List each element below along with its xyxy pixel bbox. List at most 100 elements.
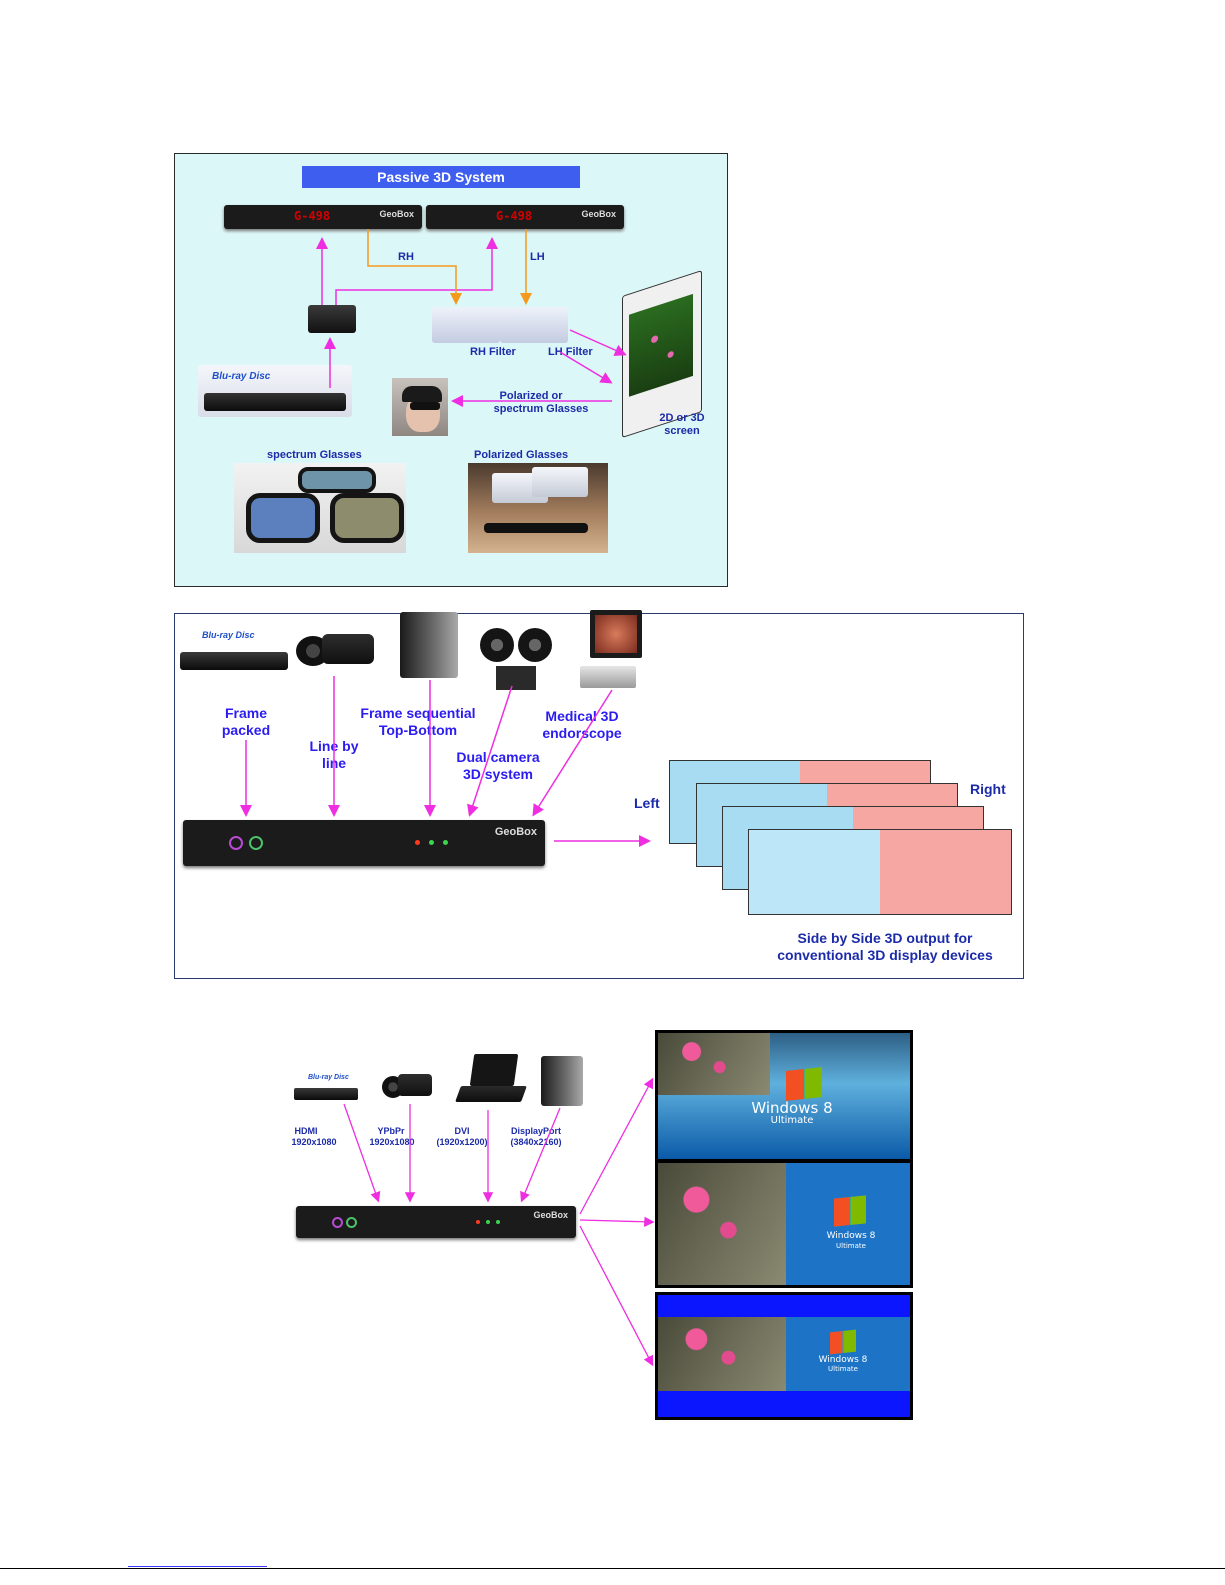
input-res-displayport: (3840x2160): [510, 1137, 562, 1147]
camcorder-body: [398, 1074, 432, 1096]
unit-display: G-498: [294, 209, 331, 223]
camcorder-photo: [296, 618, 382, 674]
hdmi-splitter: [308, 305, 356, 333]
glasses-label-line1: Polarized or: [499, 390, 563, 402]
flower-image: [658, 1033, 770, 1095]
geobox-scaler: GeoBox: [296, 1206, 576, 1238]
flower-image: [658, 1317, 786, 1391]
arrow-hdmi-input: [343, 1103, 381, 1203]
glasses-row-icon: [484, 523, 588, 533]
bluray-player-photo: Blu-ray Disc: [180, 630, 288, 672]
source-label-1-line2: packed: [221, 722, 271, 738]
bluray-player-photo: Blu-ray Disc: [294, 1074, 358, 1104]
input-res-hdmi: 1920x1080: [291, 1137, 337, 1147]
arrow-splitter-to-unit-right: [335, 237, 498, 305]
arrow-projector-to-screen: [569, 329, 627, 356]
sbs-caption-line2: conventional 3D display devices: [777, 947, 993, 963]
arrow-output-1: [579, 1077, 654, 1215]
bluray-logo: Blu-ray Disc: [202, 630, 255, 640]
footnote-underline: [128, 1566, 267, 1567]
polarized-glasses-photo: [468, 463, 608, 553]
os-name: Windows 8: [818, 1355, 868, 1365]
spectrum-glasses-label: spectrum Glasses: [267, 449, 362, 461]
lh-label: LH: [530, 251, 545, 263]
os-name: Windows 8: [826, 1231, 876, 1241]
projector-rh: [432, 307, 500, 343]
output-screen-2: Windows 8 Ultimate: [655, 1160, 913, 1288]
bluray-logo: Blu-ray Disc: [212, 371, 271, 382]
input-res-dvi: (1920x1200): [436, 1137, 488, 1147]
unit-display: G-498: [496, 209, 533, 223]
bluray-logo: Blu-ray Disc: [308, 1074, 349, 1081]
pc-tower-photo: [400, 612, 458, 678]
input-res-ypbpr: 1920x1080: [369, 1137, 415, 1147]
sbs-caption-line1: Side by Side 3D output for: [797, 930, 973, 946]
source-label-5-line2: endorscope: [542, 725, 622, 741]
arrow-medical-endoscope: [532, 689, 613, 817]
rh-filter-label: RH Filter: [470, 346, 516, 358]
input-name-dvi: DVI: [454, 1126, 470, 1136]
3d-glasses-icon: [410, 402, 440, 410]
status-led-icon: [486, 1220, 490, 1224]
status-led-icon: [496, 1220, 500, 1224]
viewer-hair: [402, 386, 442, 402]
source-label-4-line2: 3D system: [462, 766, 534, 782]
os-edition: Ultimate: [770, 1115, 814, 1126]
bluray-body: [204, 393, 346, 411]
camcorder-body: [322, 634, 374, 664]
arrow-dual-camera: [467, 685, 513, 817]
screen-label-line2: screen: [664, 425, 700, 437]
pc-tower-photo: [541, 1056, 583, 1106]
input-name-displayport: DisplayPort: [510, 1126, 561, 1136]
page-bottom-rule: [0, 1568, 1225, 1569]
audio-jack-icon: [346, 1217, 357, 1228]
right-label: Right: [970, 781, 1006, 797]
dual-camera-rig-photo: [472, 606, 560, 690]
flower-image: [658, 1163, 786, 1285]
bluray-body: [294, 1088, 358, 1100]
source-label-4-line1: Dual camera: [456, 749, 540, 765]
audio-jack-icon: [229, 836, 243, 850]
screen-label-line1: 2D or 3D: [659, 412, 705, 424]
audio-jack-icon: [332, 1217, 343, 1228]
geobox-unit-left-eye: G-498 GeoBox: [426, 205, 624, 229]
status-led-icon: [476, 1220, 480, 1224]
source-label-1-line1: Frame: [224, 705, 268, 721]
projector-icon: [532, 467, 588, 497]
monitor-image: [595, 615, 637, 653]
os-edition: Ultimate: [828, 1365, 858, 1373]
os-edition: Ultimate: [836, 1242, 866, 1250]
status-led-icon: [443, 840, 448, 845]
rh-label: RH: [398, 251, 414, 263]
brand-label: GeoBox: [533, 1210, 568, 1220]
os-name: Windows 8: [751, 1099, 833, 1117]
panel-title: Passive 3D System: [302, 166, 580, 188]
camcorder-photo: [382, 1062, 432, 1102]
left-label: Left: [634, 795, 660, 811]
input-name-ypbpr: YPbPr: [377, 1126, 405, 1136]
viewer-photo: [392, 378, 448, 436]
status-led-icon: [415, 840, 420, 845]
brand-label: GeoBox: [494, 826, 537, 838]
output-screen-3: Windows 8 Ultimate: [655, 1292, 913, 1420]
glasses-lens-icon: [330, 493, 404, 543]
arrow-output-3: [579, 1225, 654, 1367]
source-label-3-line1: Frame sequential: [360, 705, 476, 721]
lh-filter-label: LH Filter: [548, 346, 593, 358]
medical-endoscope-photo: [580, 606, 678, 688]
arrow-projector-to-screen: [559, 351, 613, 384]
source-label-5-line1: Medical 3D: [545, 708, 619, 724]
audio-jack-icon: [249, 836, 263, 850]
glasses-lens-icon: [298, 467, 376, 493]
geobox-processor: GeoBox: [183, 820, 545, 866]
camera-lens: [518, 628, 552, 662]
camera-lens: [480, 628, 514, 662]
glasses-label-line2: spectrum Glasses: [493, 403, 589, 415]
arrow-output-2: [579, 1216, 655, 1227]
endoscope-base: [580, 666, 636, 688]
projector-lh: [500, 307, 568, 343]
spectrum-glasses-photo: [234, 463, 406, 553]
status-led-icon: [429, 840, 434, 845]
brand-label: GeoBox: [379, 209, 414, 219]
